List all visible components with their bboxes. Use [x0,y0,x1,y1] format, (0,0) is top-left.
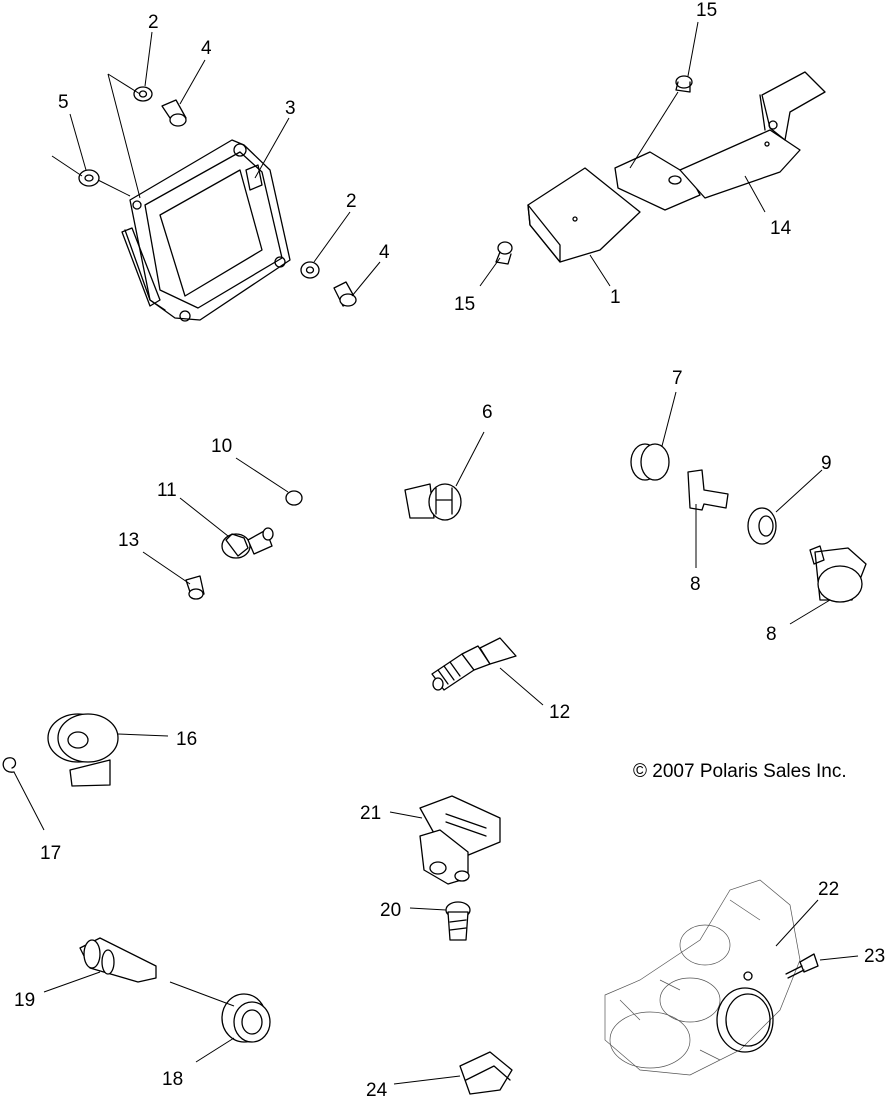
sensor-8b [809,545,867,603]
grommet-5 [78,169,100,187]
relay-24 [459,1051,513,1095]
callout-11: 11 [157,480,177,501]
screw-15b [495,241,513,265]
callout-2b: 2 [346,191,357,212]
clip-17 [2,757,17,773]
sensor-19 [79,937,157,983]
callout-3: 3 [285,98,296,119]
callout-8b: 8 [766,624,777,645]
clip-8a [687,469,729,511]
callout-20: 20 [380,900,401,921]
bolt-4a [161,99,187,127]
callout-24: 24 [366,1080,388,1098]
callout-14: 14 [770,218,792,239]
callout-13: 13 [118,530,139,551]
callout-7: 7 [672,368,683,389]
fitting-20 [445,901,471,941]
callout-4a: 4 [201,38,212,59]
callout-numbers: 2 4 5 3 2 4 15 15 1 14 6 10 11 13 7 9 8 … [14,0,885,1098]
sensor-6 [404,483,462,521]
map-sensor-21 [419,795,501,885]
sensor-cover-1 [527,167,641,263]
callout-2a: 2 [148,12,159,33]
callout-10: 10 [211,436,232,457]
callout-15a: 15 [696,0,717,21]
temp-sensor-12 [431,637,517,691]
copyright-notice: © 2007 Polaris Sales Inc. [633,761,847,782]
bolt-13 [185,575,205,600]
leader-lines [13,21,859,1085]
sensor-7 [630,443,670,481]
callout-1: 1 [610,287,621,308]
screw-23 [785,953,819,979]
callout-21: 21 [360,803,381,824]
callout-9: 9 [821,453,832,474]
bracket-14 [614,71,826,211]
callout-4b: 4 [379,242,390,263]
bolt-4b [333,281,357,307]
seal-18 [221,993,271,1043]
callout-19: 19 [14,990,35,1011]
seal-9 [747,507,777,545]
callout-6: 6 [482,402,493,423]
callout-18: 18 [162,1069,183,1090]
callout-15b: 15 [454,294,475,315]
washer-2b [300,261,320,279]
screw-15a [675,75,693,93]
callout-16: 16 [176,729,197,750]
callout-23: 23 [864,946,885,967]
sensor-16 [47,713,119,787]
oring-10 [285,490,303,506]
sensor-11 [221,527,274,559]
callout-17: 17 [40,843,61,864]
callout-22: 22 [818,879,839,900]
washer-2a [133,86,153,102]
callout-8a: 8 [690,574,701,595]
callout-12: 12 [549,702,570,723]
ecu-module [121,139,291,322]
callout-5: 5 [58,92,69,113]
throttle-body-22 [604,879,801,1076]
